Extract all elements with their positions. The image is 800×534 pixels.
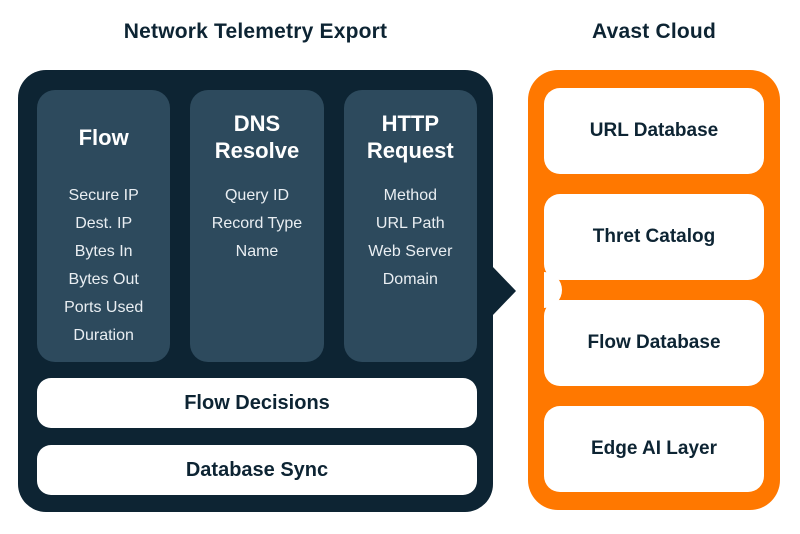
cloud-panel-title: Avast Cloud: [592, 20, 716, 43]
card-flow-fields: Secure IP Dest. IP Bytes In Bytes Out Po…: [37, 182, 170, 350]
field-item: Bytes Out: [68, 271, 139, 288]
card-dns-heading: DNS Resolve: [214, 111, 300, 163]
connector-arrow-icon: [492, 266, 516, 316]
cloud-panel: URL Database Thret Catalog Flow Database…: [528, 70, 780, 510]
card-dns-fields: Query ID Record Type Name: [190, 182, 323, 266]
field-item: Web Server Domain: [368, 243, 453, 288]
card-flow-heading: Flow: [78, 124, 129, 150]
telemetry-panel: Flow Secure IP Dest. IP Bytes In Bytes O…: [18, 70, 493, 512]
connector-socket: [544, 272, 562, 308]
card-http-request: HTTP Request Method URL Path Web Server …: [343, 90, 477, 362]
card-http-heading: HTTP Request: [366, 111, 454, 163]
field-item: Query ID: [224, 187, 289, 204]
cloud-card-url-database: URL Database: [544, 88, 764, 174]
card-flow: Flow Secure IP Dest. IP Bytes In Bytes O…: [37, 90, 171, 362]
cloud-card-flow-database: Flow Database: [544, 300, 764, 386]
cloud-card-edge-ai-layer: Edge AI Layer: [544, 406, 764, 492]
field-item: Secure IP: [68, 187, 139, 204]
field-item: URL Path: [375, 215, 445, 232]
telemetry-panel-title: Network Telemetry Export: [123, 20, 388, 43]
field-item: Bytes In: [74, 243, 133, 260]
field-item: Method: [383, 187, 437, 204]
card-http-fields: Method URL Path Web Server Domain: [344, 182, 477, 294]
database-sync-bar: Database Sync: [37, 445, 477, 495]
field-item: Name: [235, 243, 279, 260]
field-item: Duration: [73, 327, 134, 344]
card-dns-resolve: DNS Resolve Query ID Record Type Name: [190, 90, 324, 362]
cloud-card-threat-catalog: Thret Catalog: [544, 194, 764, 280]
field-item: Record Type: [211, 215, 303, 232]
field-item: Ports Used: [64, 299, 144, 316]
field-item: Dest. IP: [75, 215, 133, 232]
telemetry-card-row: Flow Secure IP Dest. IP Bytes In Bytes O…: [37, 90, 477, 362]
flow-decisions-bar: Flow Decisions: [37, 378, 477, 428]
